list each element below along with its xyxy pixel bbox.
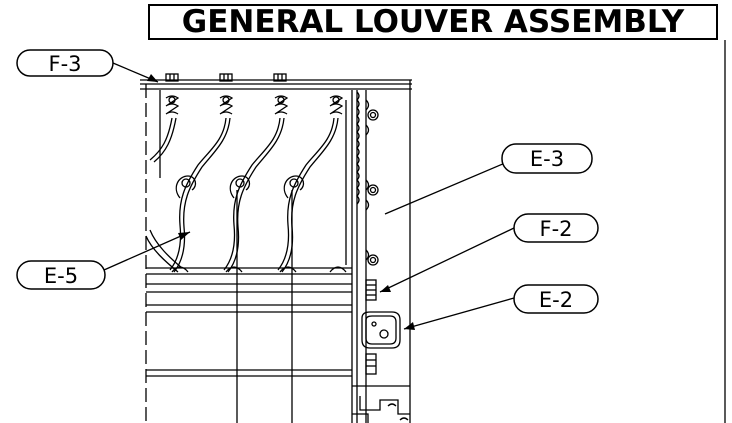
blade-pivots [175,175,305,199]
diagram-title: GENERAL LOUVER ASSEMBLY [181,4,685,40]
blade-bottoms [171,266,347,273]
leader-arrowheads [147,74,415,330]
frame-holes [367,109,379,266]
lower-fastener [365,353,377,375]
lower-panels [146,267,352,377]
f2-fastener [365,279,377,301]
leader-e3 [384,159,513,215]
blade-columns [159,90,358,423]
e2-clip-bracket [361,311,401,349]
top-frame-rail [140,79,412,90]
leader-e2 [403,297,515,330]
right-frame [356,80,411,423]
callout-e3-label: E-3 [530,147,564,171]
callout-f2: F-2 [513,213,599,243]
blade-springs [165,95,344,115]
leader-e5 [103,231,191,271]
callout-f3: F-3 [16,49,114,77]
callout-f2-label: F-2 [539,217,572,241]
callout-e5: E-5 [16,260,106,290]
title-box: GENERAL LOUVER ASSEMBLY [148,4,718,40]
leader-f2 [379,227,515,293]
louver-blades [145,117,339,273]
callout-e2: E-2 [513,284,599,314]
callout-e3: E-3 [501,143,593,174]
leader-lines [103,62,515,330]
callout-e2-label: E-2 [539,288,573,312]
callout-f3-label: F-3 [48,52,81,76]
bottom-frame-profile [352,385,410,423]
callout-e5-label: E-5 [44,264,78,288]
top-fasteners [165,73,287,82]
